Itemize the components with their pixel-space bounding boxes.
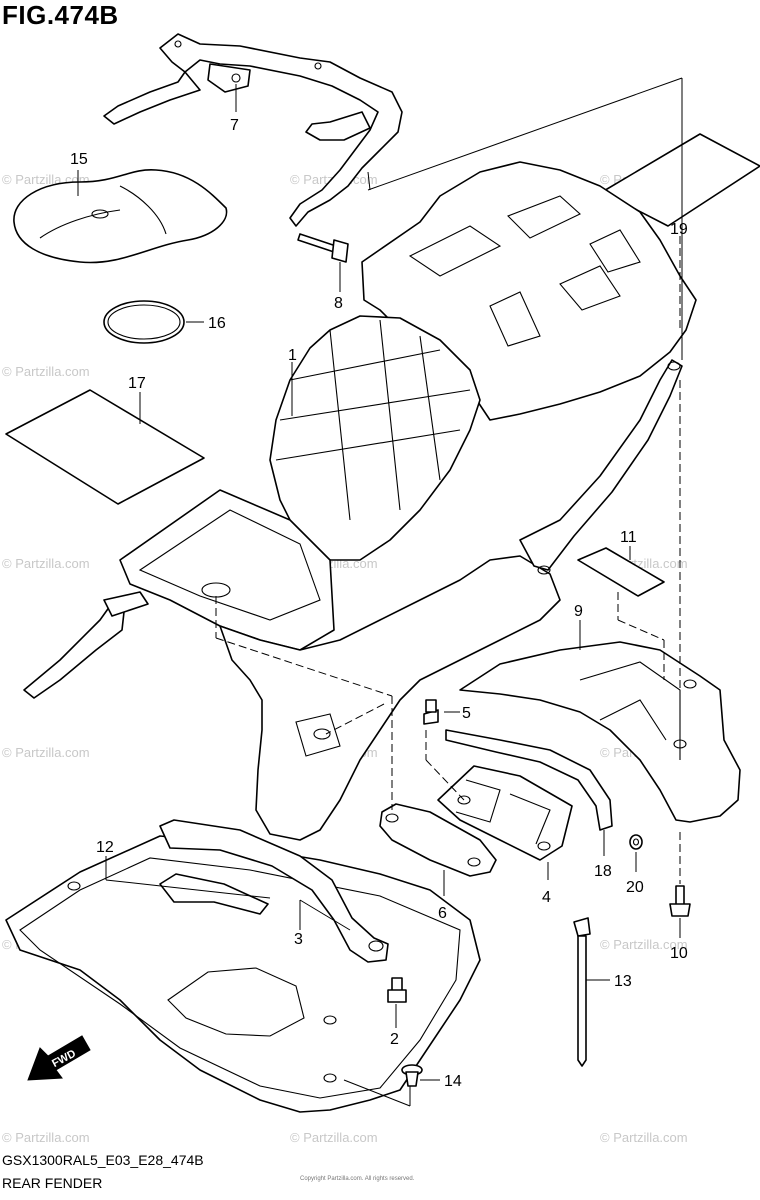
part-4-bracket[interactable] — [437, 765, 573, 861]
callout-4[interactable]: 4 — [542, 889, 551, 906]
callout-20[interactable]: 20 — [626, 879, 644, 896]
part-13-cable-tie[interactable] — [573, 917, 591, 1067]
callout-2[interactable]: 2 — [390, 1031, 399, 1048]
callout-10[interactable]: 10 — [670, 945, 688, 962]
callout-18[interactable]: 18 — [594, 863, 612, 880]
callout-17[interactable]: 17 — [128, 375, 146, 392]
part-9-fender-extension[interactable] — [459, 641, 741, 823]
leader-lines — [77, 77, 683, 1107]
part-8-bolt[interactable] — [297, 233, 349, 263]
watermark: © Partzilla.com — [600, 1130, 688, 1145]
callouts: 1 2 3 4 5 6 7 8 9 10 11 12 13 14 15 16 1… — [70, 117, 688, 1090]
part-18-strip[interactable] — [445, 729, 613, 831]
part-11-pad[interactable] — [577, 547, 665, 597]
callout-15[interactable]: 15 — [70, 151, 88, 168]
part-5-clip[interactable] — [423, 699, 439, 725]
watermark: © Partzilla.com — [600, 937, 688, 952]
part-17-sheet[interactable] — [5, 389, 205, 505]
part-14-push-rivet[interactable] — [401, 1064, 423, 1087]
part-1-rear-fender[interactable] — [23, 161, 697, 841]
watermark: © Partzilla.com — [2, 1130, 90, 1145]
part-7-grab-rail[interactable] — [103, 33, 403, 227]
part-15-pad[interactable] — [13, 169, 228, 264]
callout-16[interactable]: 16 — [208, 315, 226, 332]
callout-11[interactable]: 11 — [620, 529, 637, 546]
part-12-under-tray[interactable] — [5, 835, 481, 1113]
callout-14[interactable]: 14 — [444, 1073, 462, 1090]
figure-title: FIG.474B — [2, 0, 119, 30]
callout-7[interactable]: 7 — [230, 117, 239, 134]
diagram-subtitle: REAR FENDER — [2, 1175, 103, 1191]
part-16-ring[interactable] — [103, 300, 185, 344]
copyright-notice: Copyright Partzilla.com. All rights rese… — [300, 1176, 415, 1182]
model-code: GSX1300RAL5_E03_E28_474B — [2, 1152, 204, 1168]
part-2-bolt[interactable] — [387, 977, 407, 1003]
watermark: © Partzilla.com — [2, 745, 90, 760]
callout-5[interactable]: 5 — [462, 705, 471, 722]
part-19-sheet[interactable] — [601, 133, 760, 227]
part-6-plate[interactable] — [379, 803, 497, 877]
callout-8[interactable]: 8 — [334, 295, 343, 312]
part-3-bracket[interactable] — [159, 819, 389, 963]
callout-19[interactable]: 19 — [670, 221, 688, 238]
fwd-label: FWD — [50, 1048, 78, 1070]
fwd-arrow-icon: FWD — [27, 1035, 91, 1081]
callout-12[interactable]: 12 — [96, 839, 114, 856]
watermark: © Partzilla.com — [290, 1130, 378, 1145]
exploded-parts-diagram: FWD — [5, 33, 760, 1113]
watermark: © Partzilla.com — [2, 556, 90, 571]
part-10-bolt[interactable] — [669, 885, 691, 917]
watermark: © Partzilla.com — [2, 364, 90, 379]
callout-1[interactable]: 1 — [288, 347, 297, 364]
callout-9[interactable]: 9 — [574, 603, 583, 620]
callout-3[interactable]: 3 — [294, 931, 303, 948]
callout-6[interactable]: 6 — [438, 905, 447, 922]
callout-13[interactable]: 13 — [614, 973, 632, 990]
part-20-washer[interactable] — [629, 834, 643, 850]
